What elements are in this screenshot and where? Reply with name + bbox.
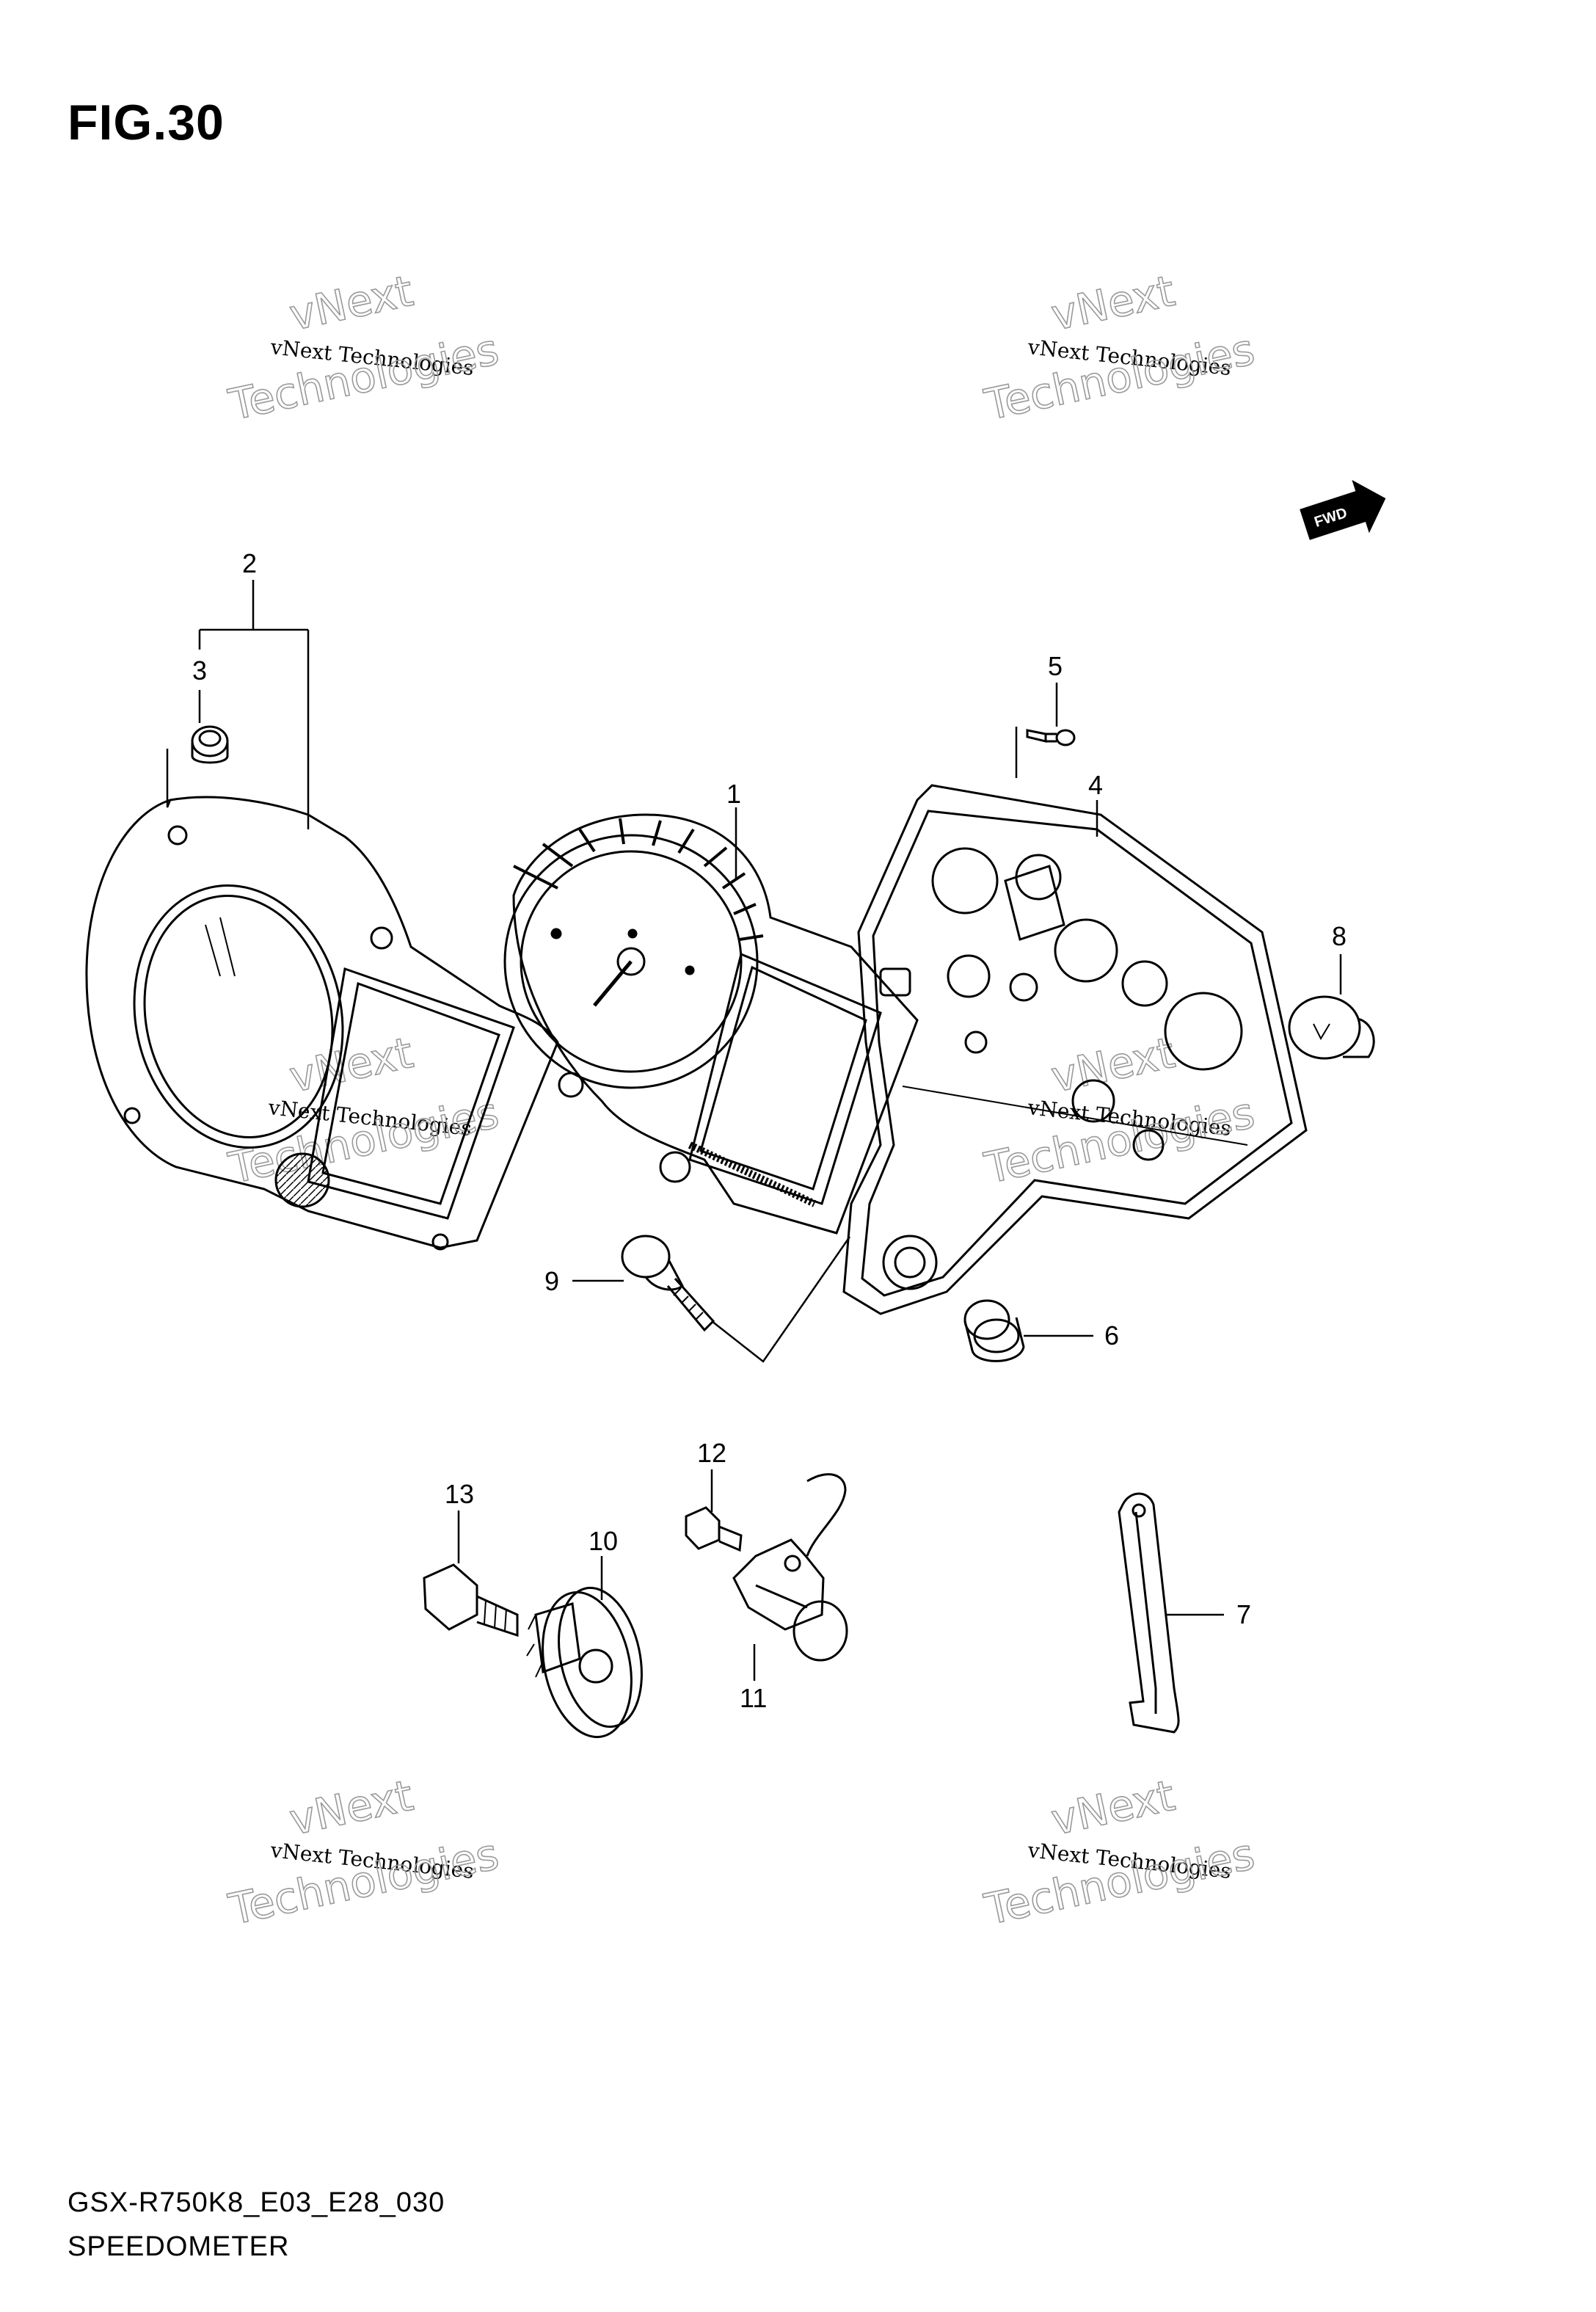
svg-text:vNext: vNext [1047, 266, 1179, 341]
svg-text:Technologies: Technologies [980, 1829, 1259, 1935]
callout-3: 3 [192, 655, 207, 686]
callout-13: 13 [445, 1479, 474, 1509]
watermark-bottom-right: vNext Technologies vNext Technologies [980, 1770, 1259, 1935]
bolt-12 [685, 1506, 743, 1552]
callout-1: 1 [726, 779, 741, 809]
callout-6: 6 [1104, 1320, 1119, 1351]
watermark-middle-right: vNext Technologies vNext Technologies [980, 1027, 1259, 1194]
damper-6 [963, 1299, 1025, 1362]
section-name: SPEEDOMETER [68, 2231, 290, 2262]
figure-title: FIG.30 [68, 95, 225, 150]
callout-12: 12 [697, 1438, 726, 1468]
model-code: GSX-R750K8_E03_E28_030 [68, 2187, 445, 2218]
callout-11: 11 [740, 1683, 767, 1713]
meter-assembly [503, 813, 919, 1235]
callout-7: 7 [1236, 1599, 1251, 1629]
watermark-middle-left: vNext Technologies vNext Technologies [224, 1027, 503, 1194]
callout-2: 2 [242, 548, 257, 578]
callout-8: 8 [1332, 921, 1347, 951]
watermark-bottom-left: vNext Technologies vNext Technologies [224, 1770, 503, 1935]
watermark-top-left: vNext Technologies vNext Technologies [224, 265, 503, 431]
svg-text:vNext: vNext [1047, 1770, 1179, 1845]
meter-back-plate [842, 784, 1308, 1315]
svg-text:Technologies: Technologies [980, 324, 1259, 430]
svg-text:vNext: vNext [285, 1770, 418, 1845]
callout-9: 9 [544, 1266, 559, 1296]
svg-text:vNext: vNext [1047, 1028, 1179, 1102]
svg-text:Technologies: Technologies [225, 324, 503, 430]
callout-4: 4 [1088, 770, 1103, 800]
fwd-arrow-icon: FWD [1300, 479, 1386, 540]
callout-5: 5 [1048, 651, 1063, 681]
cap-8 [1288, 995, 1375, 1060]
bolt-9 [621, 1235, 715, 1332]
sensor-rotor-10 [526, 1586, 643, 1739]
speed-sensor-11 [732, 1473, 848, 1662]
screw-5 [1026, 729, 1076, 746]
leader-lines [166, 580, 1342, 1681]
callout-10: 10 [589, 1526, 618, 1556]
meter-case-cover [85, 796, 559, 1251]
clamp-strap-7 [1118, 1492, 1180, 1734]
screw-13 [423, 1563, 519, 1637]
grommet-3 [191, 725, 229, 764]
watermark-top-right: vNext Technologies vNext Technologies [980, 265, 1259, 431]
svg-text:vNext: vNext [285, 266, 418, 341]
svg-text:vNext: vNext [285, 1028, 418, 1102]
svg-text:Technologies: Technologies [225, 1829, 503, 1935]
